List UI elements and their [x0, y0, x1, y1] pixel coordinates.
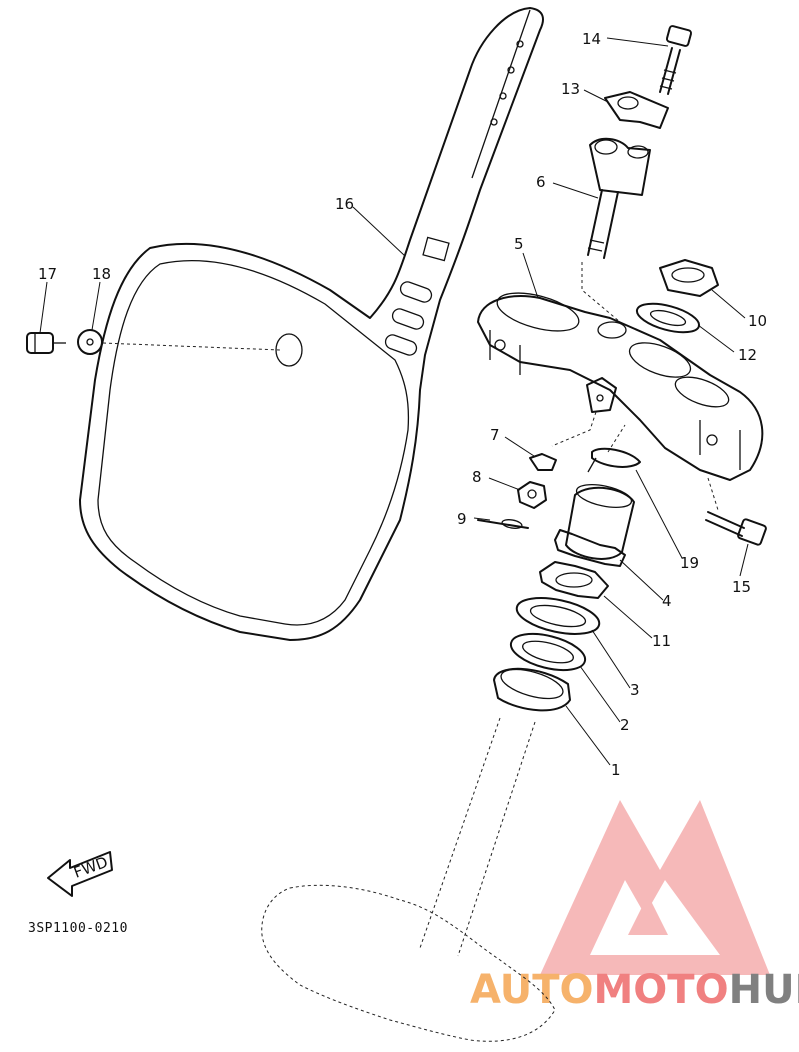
callout-12: 12: [738, 346, 757, 364]
fwd-label: FWD: [71, 853, 110, 882]
bolt-15: [705, 511, 767, 546]
cotter-pin-9: [477, 519, 529, 529]
callout-9: 9: [457, 510, 467, 528]
callout-18: 18: [92, 265, 111, 283]
callout-7: 7: [490, 426, 500, 444]
number-plate-16: [79, 7, 544, 641]
callout-2: 2: [620, 716, 630, 734]
callout-11: 11: [652, 632, 671, 650]
ring-nut-10: [659, 259, 719, 297]
bearing-1: [493, 667, 571, 712]
ring-nut-11: [539, 561, 609, 599]
callout-6: 6: [536, 173, 546, 191]
upper-bracket-5: [477, 292, 764, 481]
steering-nut-4: [554, 483, 635, 567]
callout-15: 15: [732, 578, 751, 596]
cable-guide: [586, 377, 617, 413]
nut-7: [529, 453, 557, 471]
callout-16: 16: [335, 195, 354, 213]
callout-3: 3: [630, 681, 640, 699]
callout-17: 17: [38, 265, 57, 283]
callout-14: 14: [582, 30, 601, 48]
bolt-17: [26, 332, 66, 354]
callout-4: 4: [662, 592, 672, 610]
bolt-14: [659, 25, 693, 95]
upper-holder-13: [604, 91, 669, 129]
fwd-arrow-icon: FWD: [47, 851, 113, 897]
callout-labels: 14 13 6 5 16 17 18 10 12 7 8 9 19 15 4 1…: [38, 30, 767, 779]
callout-8: 8: [472, 468, 482, 486]
dust-seal-3: [515, 597, 601, 635]
callout-1: 1: [611, 761, 621, 779]
leader-lines: [39, 37, 749, 766]
callout-19: 19: [680, 554, 699, 572]
washer-12: [635, 302, 701, 334]
watermark-part3: HUB: [729, 967, 799, 1013]
watermark-part1: AUTO: [470, 967, 594, 1013]
washer-18: [77, 329, 103, 355]
watermark-text: AUTOMOTOHUB: [470, 967, 799, 1013]
callout-13: 13: [561, 80, 580, 98]
bearing-race-2: [509, 632, 587, 672]
steering-stem-dashed: [261, 717, 556, 1042]
nut-8: [517, 481, 547, 509]
watermark-logo-icon: [540, 800, 770, 975]
clip-19: [587, 447, 641, 473]
lower-holder-6: [587, 137, 651, 259]
diagram-code: 3SP1100-0210: [28, 921, 128, 936]
callout-10: 10: [748, 312, 767, 330]
watermark-part2: MOTO: [594, 967, 729, 1013]
callout-5: 5: [514, 235, 524, 253]
